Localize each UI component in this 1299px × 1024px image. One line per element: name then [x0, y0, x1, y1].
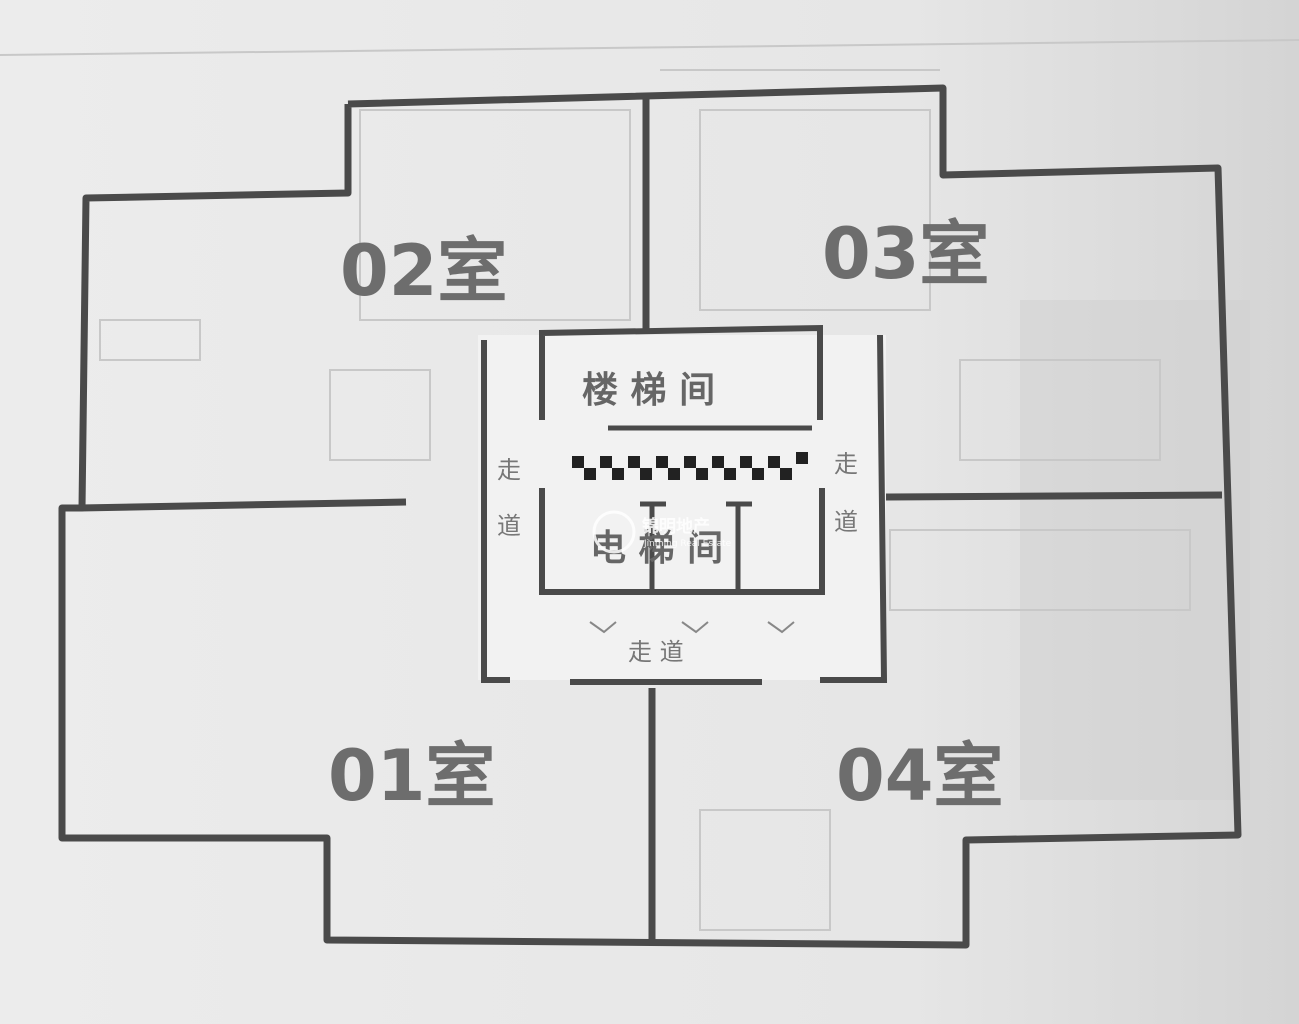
corridor-wall-right: [820, 334, 888, 683]
room-03-label: 03室: [822, 213, 989, 295]
dark-smudge: [1020, 300, 1250, 800]
room-01-label: 01室: [328, 735, 495, 817]
elevator-hall-label: 电 梯 间: [590, 528, 723, 569]
watermark: 锦明地产 Jinming Real Estate: [592, 510, 732, 554]
elevator-box: [539, 488, 825, 595]
wall-03-04: [885, 491, 1223, 501]
corridor-left-label-2: 道: [497, 512, 521, 540]
corridor-bottom-label: 走 道: [628, 638, 684, 666]
corridor-wall-left: [481, 340, 510, 683]
stairwell-box: [539, 324, 823, 420]
corridor-right-label-2: 道: [834, 508, 858, 536]
stairwell-label: 楼 梯 间: [582, 370, 715, 411]
wall-01-02: [79, 498, 407, 512]
watermark-name: 锦明地产: [642, 516, 710, 537]
room-02-label: 02室: [340, 230, 507, 312]
fire-separation-band: [572, 452, 808, 480]
elevator-door-arrows: [589, 621, 795, 634]
room-04-label: 04室: [836, 735, 1003, 817]
watermark-logo-icon: [592, 510, 636, 554]
background-sketch-lines: [0, 39, 1299, 931]
watermark-english: Jinming Real Estate: [643, 539, 732, 549]
outer-wall: [58, 84, 1242, 949]
corridor-left-label-1: 走: [497, 456, 521, 484]
corridor-right-label-1: 走: [834, 450, 858, 478]
